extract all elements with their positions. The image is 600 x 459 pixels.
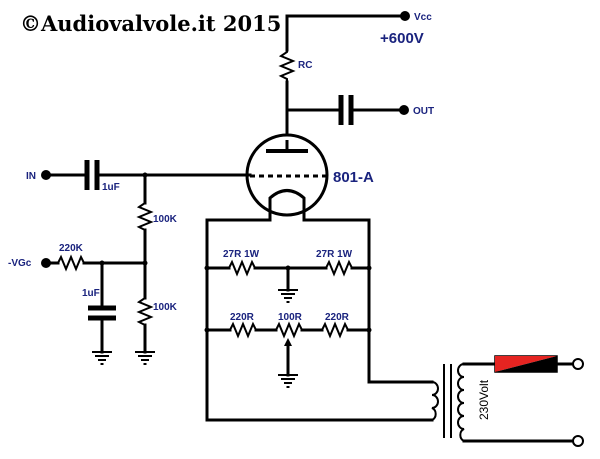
pot-wiper-arrow — [284, 338, 292, 346]
vcc-terminal — [400, 11, 410, 21]
resistor-rc — [278, 50, 296, 82]
in-label: IN — [26, 171, 36, 182]
r-hum-left-label: 220R — [230, 312, 255, 323]
resistor-100k-upper — [136, 202, 154, 231]
ground-filament-ct — [277, 289, 299, 303]
mains-voltage-label: 230Volt — [477, 379, 491, 420]
r-bias-label: 220K — [59, 243, 84, 254]
r-grid-lower-label: 100K — [153, 302, 178, 313]
capacitor-out — [338, 95, 354, 125]
capacitor-in — [84, 160, 100, 190]
supply-voltage-label: +600V — [380, 30, 424, 47]
ground-bias-cap — [91, 351, 113, 365]
resistor-220k — [57, 254, 85, 272]
out-terminal — [399, 105, 409, 115]
r-fil-right-label: 27R 1W — [316, 249, 353, 260]
filament-wire-right — [302, 213, 434, 384]
rc-label: RC — [298, 60, 312, 71]
mains-terminal-top — [572, 358, 584, 370]
filament-transformer — [431, 363, 465, 442]
resistor-220r-right — [321, 321, 349, 339]
ground-pot-wiper — [277, 374, 299, 388]
in-terminal — [41, 170, 51, 180]
r-hum-right-label: 220R — [325, 312, 350, 323]
r-hum-pot-label: 100R — [278, 312, 303, 323]
r-grid-upper-label: 100K — [153, 214, 178, 225]
tube-label: 801-A — [333, 169, 374, 186]
title: ©Audiovalvole.it 2015 — [20, 11, 281, 36]
resistor-27r-right — [325, 259, 353, 277]
cap-in-label: 1uF — [102, 182, 120, 193]
tube-801a — [245, 133, 329, 217]
capacitor-bias — [88, 305, 116, 321]
potentiometer-100r — [275, 321, 303, 339]
bias-label: -VGc — [8, 258, 32, 269]
mains-fuse — [494, 355, 558, 373]
mains-terminal-bottom — [572, 435, 584, 447]
bias-terminal — [41, 258, 51, 268]
filament-wire-left — [205, 213, 434, 422]
cap-bias-label: 1uF — [82, 288, 100, 299]
r-fil-left-label: 27R 1W — [223, 249, 260, 260]
ground-grid — [134, 351, 156, 365]
resistor-27r-left — [228, 259, 256, 277]
resistor-100k-lower — [136, 297, 154, 326]
vcc-label: Vcc — [414, 12, 432, 23]
out-label: OUT — [413, 106, 434, 117]
resistor-220r-left — [229, 321, 257, 339]
vcc-wire — [285, 14, 406, 52]
